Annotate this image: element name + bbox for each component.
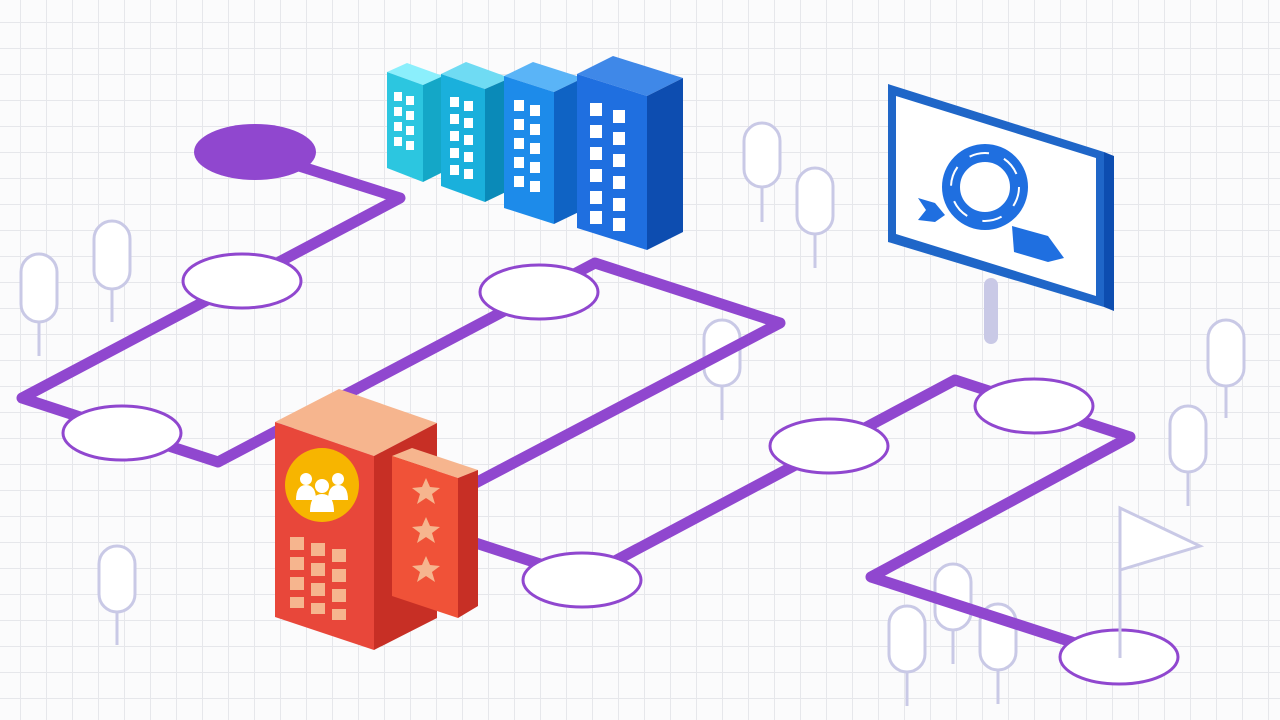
pin-icon: [92, 219, 132, 322]
milestone-marker: [61, 404, 183, 462]
pin-icon: [97, 544, 137, 645]
pin-icon: [19, 252, 59, 356]
tower-blue: [504, 62, 583, 224]
pin-icon: [1206, 318, 1246, 418]
pin-icon: [742, 121, 782, 222]
tower-navy: [577, 56, 683, 250]
finish-flag-icon: [1118, 505, 1205, 658]
office-towers: [387, 56, 683, 250]
milestone-marker: [768, 417, 890, 475]
pin-icon: [933, 562, 973, 664]
building-windows: [290, 537, 346, 620]
pin-icon: [887, 604, 927, 706]
milestone-marker: [973, 377, 1095, 435]
rating-panel: [392, 448, 478, 618]
billboard: [888, 84, 1114, 344]
agile-cycle-icon: [918, 144, 1064, 262]
roadmap-path: [16, 146, 1136, 663]
star-icon: [412, 556, 440, 582]
team-building: [275, 389, 478, 650]
billboard-post: [984, 278, 998, 344]
pin-icon: [702, 318, 742, 420]
milestone-marker: [181, 252, 303, 310]
tower-cyan: [387, 63, 443, 182]
star-icon: [412, 478, 440, 504]
tower-teal: [441, 62, 510, 202]
pin-icon: [1168, 404, 1208, 506]
team-icon: [285, 448, 359, 522]
start-node: [194, 124, 316, 180]
milestone-marker: [521, 551, 643, 609]
milestone-marker: [478, 263, 600, 321]
pin-icon: [795, 166, 835, 268]
star-icon: [412, 517, 440, 543]
